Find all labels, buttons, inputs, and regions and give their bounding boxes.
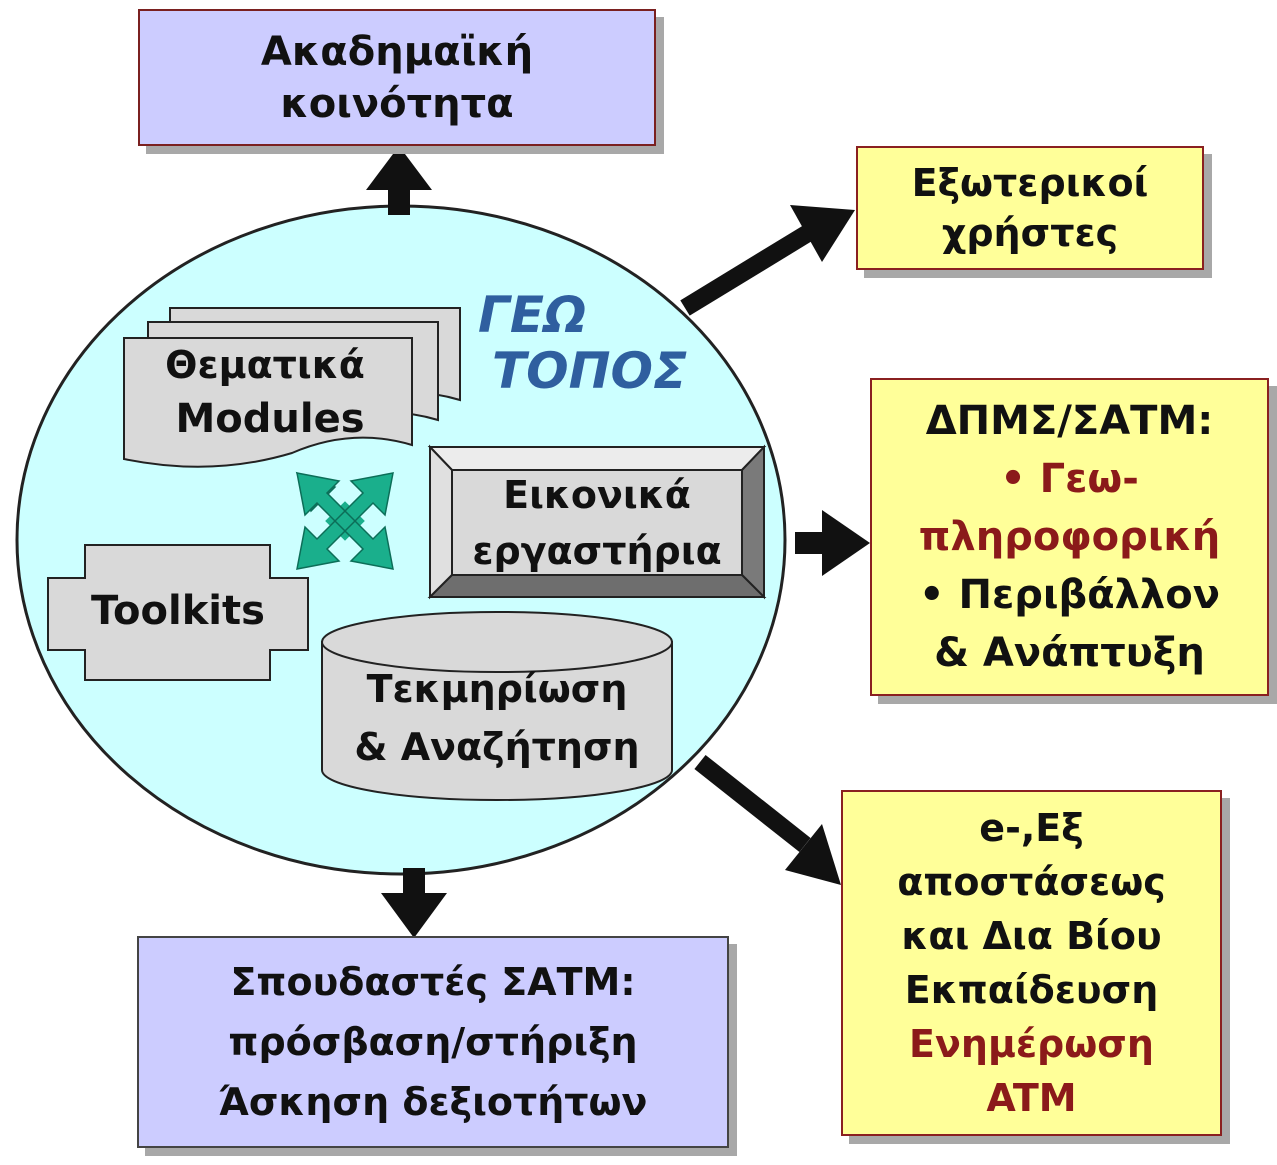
- documentation-label-line2: & Αναζήτηση: [354, 725, 640, 769]
- dpms-heading: ΔΠΜΣ/ΣΑΤΜ:: [925, 398, 1214, 444]
- arrow-right-middle: [795, 510, 870, 576]
- students-line2: πρόσβαση/στήριξη: [228, 1020, 638, 1064]
- elearning-line4: Εκπαίδευση: [904, 968, 1159, 1012]
- geotopos-title-line2: ΤΟΠΟΣ: [492, 342, 688, 400]
- arrow-up: [366, 146, 432, 215]
- documentation-label-line1: Τεκμηρίωση: [366, 667, 628, 711]
- elearning-line5: Ενημέρωση: [909, 1022, 1154, 1066]
- students-line1: Σπουδαστές ΣΑΤΜ:: [230, 960, 636, 1004]
- academic-community-box: Ακαδημαϊκή κοινότητα: [138, 9, 656, 146]
- labs-bevel-shape: [427, 444, 767, 600]
- arrow-lower-right: [694, 754, 841, 885]
- modules-label-line2: Modules: [175, 396, 365, 442]
- labs-label-line1: Εικονικά: [503, 473, 691, 517]
- arrow-down: [381, 868, 447, 938]
- elearning-line1: e-,Εξ: [979, 806, 1084, 850]
- elearning-line2: αποστάσεως: [897, 860, 1166, 904]
- elearning-line6: ATM: [986, 1076, 1077, 1120]
- dpms-item2-line1: • Περιβάλλον: [919, 572, 1220, 618]
- external-users-line1: Εξωτερικοί: [911, 161, 1149, 205]
- students-line3: Άσκηση δεξιοτήτων: [218, 1080, 648, 1124]
- academic-community-line1: Ακαδημαϊκή: [260, 28, 534, 75]
- academic-community-line2: κοινότητα: [280, 80, 514, 127]
- toolkits-cross-shape: [47, 544, 309, 681]
- dpms-item1-line2: πληροφορική: [918, 514, 1221, 560]
- geotopos-title-line1: ΓΕΩ: [478, 286, 587, 344]
- modules-label-line1: Θεματικά: [165, 343, 365, 387]
- modules-document-stack: [123, 307, 461, 468]
- students-box: Σπουδαστές ΣΑΤΜ: πρόσβαση/στήριξη Άσκηση…: [137, 936, 729, 1148]
- labs-label-line2: εργαστήρια: [472, 529, 722, 573]
- documentation-cylinder: [321, 611, 673, 801]
- toolkits-label: Toolkits: [91, 588, 265, 634]
- external-users-box: Εξωτερικοί χρήστες: [856, 146, 1204, 270]
- dpms-item1-line1: • Γεω-: [1000, 456, 1139, 502]
- external-users-line2: χρήστες: [941, 211, 1119, 255]
- four-way-move-arrows-icon: [295, 471, 394, 570]
- elearning-line3: και Δια Βίου: [901, 914, 1162, 958]
- dpms-box: ΔΠΜΣ/ΣΑΤΜ: • Γεω- πληροφορική • Περιβάλλ…: [870, 378, 1269, 696]
- arrow-upper-right: [680, 205, 855, 316]
- dpms-item2-line2: & Ανάπτυξη: [934, 630, 1205, 676]
- elearning-box: e-,Εξ αποστάσεως και Δια Βίου Εκπαίδευση…: [841, 790, 1222, 1136]
